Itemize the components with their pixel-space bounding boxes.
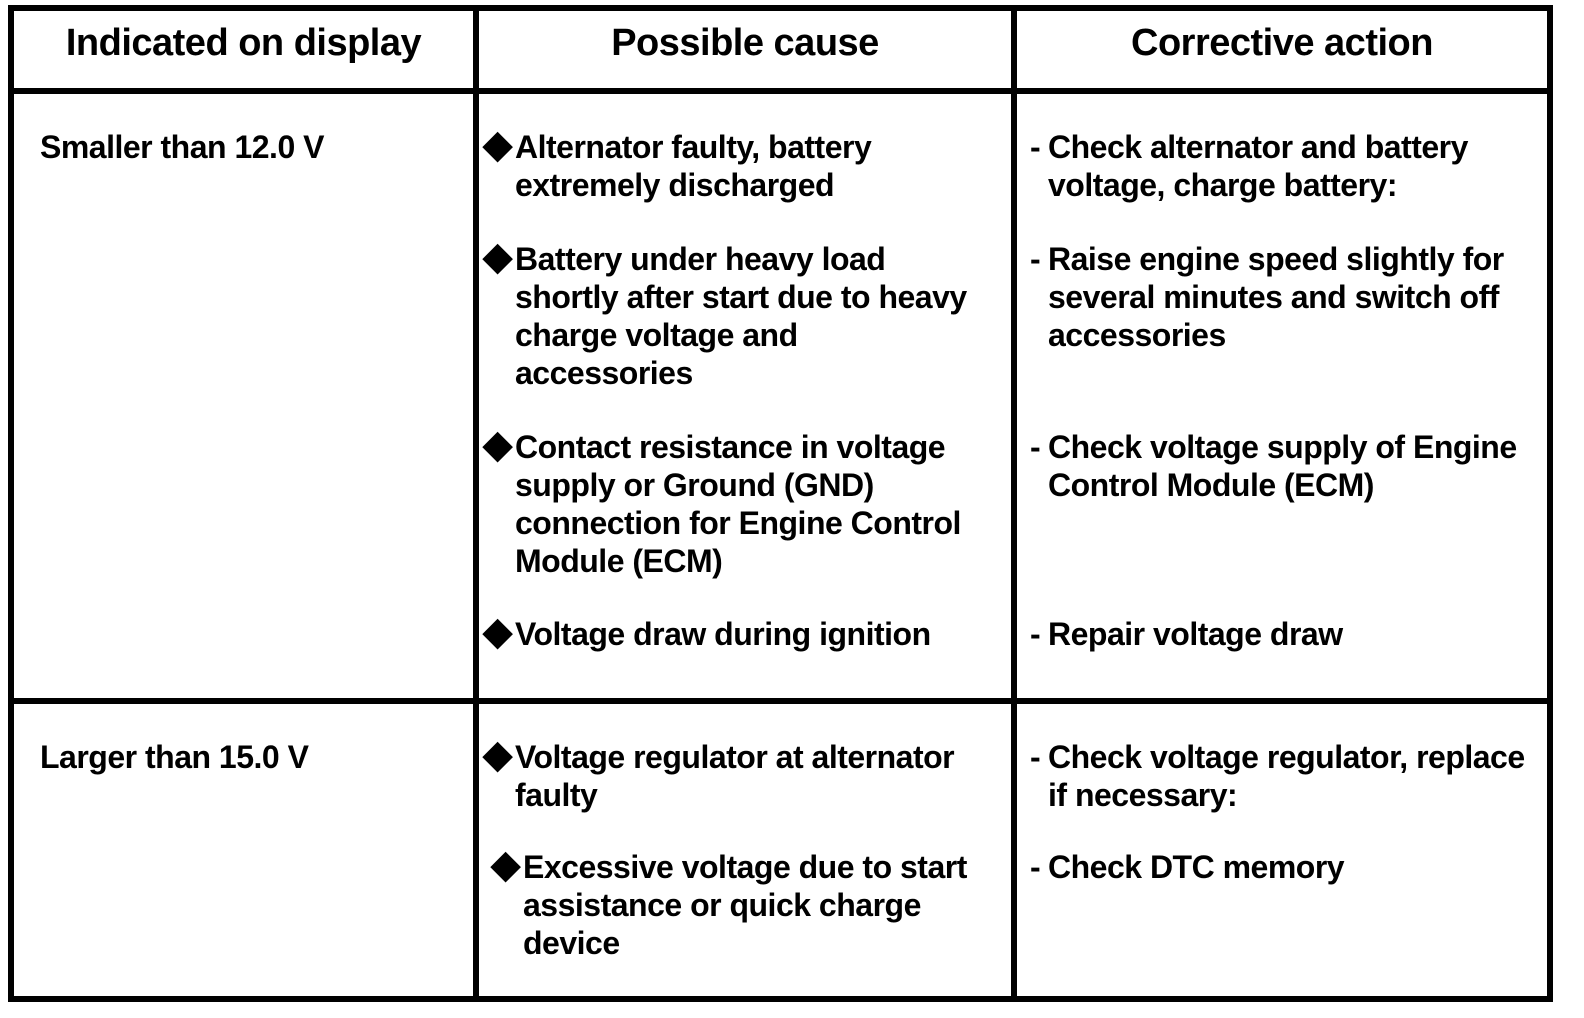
header-indicated-on-display: Indicated on display [14, 11, 479, 94]
text-line: Voltage regulator at alternator [515, 739, 955, 775]
cause-item: ◆ Voltage draw during ignition [483, 611, 1007, 653]
cause-item: ◆ Alternator faulty, battery extremely d… [483, 124, 1007, 204]
text-line: Control Module (ECM) [1048, 467, 1374, 503]
causes-cell-row1: ◆ Alternator faulty, battery extremely d… [479, 94, 1017, 704]
diamond-bullet-icon: ◆ [483, 236, 512, 278]
dash-bullet-icon: - [1030, 129, 1041, 165]
text-line: Raise engine speed slightly for [1048, 241, 1504, 277]
text-line: accessories [1048, 317, 1226, 353]
text-line: if necessary: [1048, 777, 1238, 813]
text-line: Check DTC memory [1048, 849, 1345, 885]
action-item: - Check DTC memory [1030, 848, 1543, 886]
display-value: Smaller than 12.0 V [40, 129, 324, 165]
text-line: device [523, 925, 620, 961]
text-line: Voltage draw during ignition [515, 616, 931, 652]
text-line: Module (ECM) [515, 543, 723, 579]
text-line: Check alternator and battery [1048, 129, 1468, 165]
troubleshooting-table: Indicated on display Possible cause Corr… [8, 5, 1553, 1002]
action-item: - Check voltage regulator, replace if ne… [1030, 738, 1543, 814]
text-line: assistance or quick charge [523, 887, 921, 923]
cause-item: ◆ Voltage regulator at alternator faulty [483, 734, 1007, 814]
cause-item: ◆ Contact resistance in voltage supply o… [483, 424, 1007, 580]
text-line: Battery under heavy load [515, 241, 886, 277]
text-line: extremely discharged [515, 167, 835, 203]
diamond-bullet-icon: ◆ [491, 844, 520, 886]
diamond-bullet-icon: ◆ [483, 424, 512, 466]
diamond-bullet-icon: ◆ [483, 124, 512, 166]
header-label: Possible cause [611, 22, 879, 64]
text-line: connection for Engine Control [515, 505, 961, 541]
dash-bullet-icon: - [1030, 849, 1041, 885]
dash-bullet-icon: - [1030, 241, 1041, 277]
diamond-bullet-icon: ◆ [483, 734, 512, 776]
text-line: faulty [515, 777, 598, 813]
text-line: voltage, charge battery: [1048, 167, 1398, 203]
dash-bullet-icon: - [1030, 616, 1041, 652]
display-value: Larger than 15.0 V [40, 739, 309, 775]
header-label: Corrective action [1131, 22, 1433, 64]
actions-cell-row1: - Check alternator and battery voltage, … [1017, 94, 1547, 704]
text-line: Contact resistance in voltage [515, 429, 946, 465]
header-corrective-action: Corrective action [1017, 11, 1547, 94]
text-line: Check voltage regulator, replace [1048, 739, 1525, 775]
action-item: - Check voltage supply of Engine Control… [1030, 428, 1543, 504]
causes-cell-row2: ◆ Voltage regulator at alternator faulty… [479, 704, 1017, 996]
text-line: Excessive voltage due to start [523, 849, 967, 885]
actions-cell-row2: - Check voltage regulator, replace if ne… [1017, 704, 1547, 996]
action-item: - Repair voltage draw [1030, 615, 1543, 653]
text-line: charge voltage and [515, 317, 798, 353]
dash-bullet-icon: - [1030, 739, 1041, 775]
header-label: Indicated on display [65, 22, 422, 64]
action-item: - Raise engine speed slightly for severa… [1030, 240, 1543, 354]
display-cell-row2: Larger than 15.0 V [14, 704, 479, 996]
dash-bullet-icon: - [1030, 429, 1041, 465]
text-line: accessories [515, 355, 693, 391]
text-line: several minutes and switch off [1048, 279, 1499, 315]
text-line: Repair voltage draw [1048, 616, 1343, 652]
display-cell-row1: Smaller than 12.0 V [14, 94, 479, 704]
text-line: Alternator faulty, battery [515, 129, 872, 165]
text-line: shortly after start due to heavy [515, 279, 967, 315]
cause-item: ◆ Battery under heavy load shortly after… [483, 236, 1007, 392]
action-item: - Check alternator and battery voltage, … [1030, 128, 1543, 204]
text-line: Check voltage supply of Engine [1048, 429, 1517, 465]
cause-item: ◆ Excessive voltage due to start assista… [491, 844, 1007, 962]
diamond-bullet-icon: ◆ [483, 611, 512, 653]
header-possible-cause: Possible cause [479, 11, 1017, 94]
text-line: supply or Ground (GND) [515, 467, 874, 503]
